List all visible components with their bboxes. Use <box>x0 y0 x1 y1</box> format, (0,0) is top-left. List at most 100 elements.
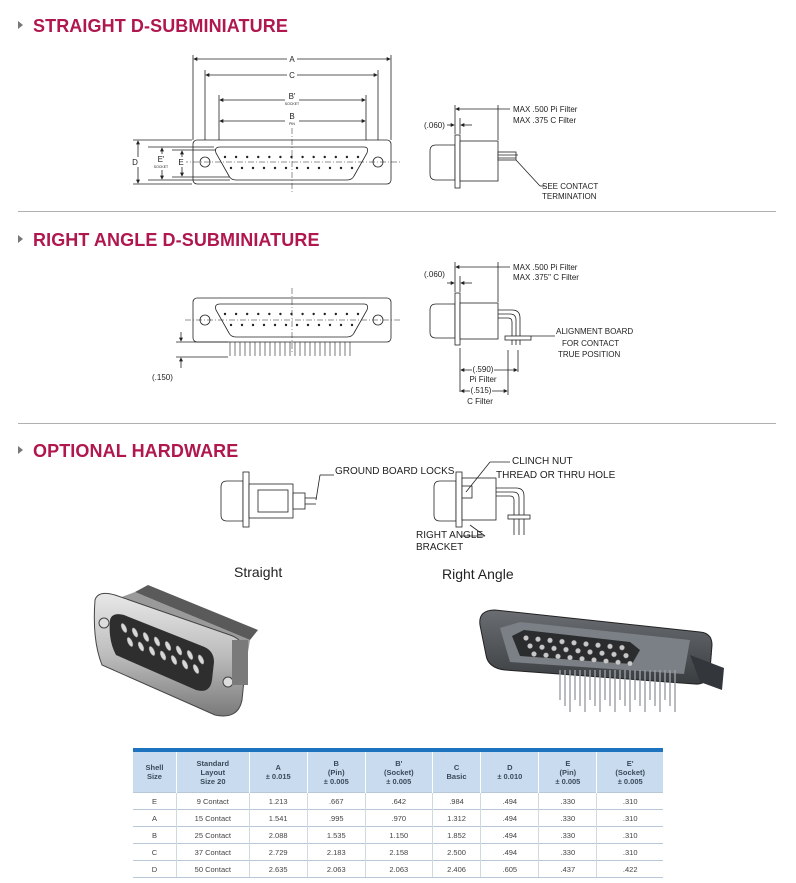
connector-pin <box>175 645 183 656</box>
header-line: Standard <box>196 758 230 768</box>
table-cell: 50 Contact <box>175 860 250 878</box>
table-cell: .605 <box>480 860 539 878</box>
connector-pin <box>579 656 585 662</box>
contact-dot <box>295 323 299 327</box>
table-cell: 37 Contact <box>175 843 250 861</box>
svg-text:CLINCH NUT: CLINCH NUT <box>512 456 573 467</box>
svg-text:(.515): (.515) <box>471 386 492 395</box>
contact-dot <box>229 166 233 170</box>
svg-text:B: B <box>289 112 294 121</box>
table-cell: .494 <box>480 809 539 827</box>
connector-pin <box>535 636 541 643</box>
contact-dot <box>317 323 321 327</box>
connector-pin <box>559 638 565 645</box>
table-cell: .494 <box>480 826 539 844</box>
table-cell: 15 Contact <box>175 809 250 827</box>
section-title-straight: STRAIGHT D-SUBMINIATURE <box>18 16 288 37</box>
table-cell: 9 Contact <box>175 792 250 810</box>
contact-dot <box>251 323 255 327</box>
svg-text:B': B' <box>289 92 296 101</box>
dim-150-label: (.150) <box>152 373 173 382</box>
contact-dot <box>339 323 343 327</box>
connector-pin <box>607 643 613 650</box>
table-cell: C <box>133 843 177 861</box>
contact-dot <box>245 155 249 159</box>
contact-dot <box>334 155 338 159</box>
table-cell: 2.183 <box>306 843 366 861</box>
svg-text:E: E <box>178 158 183 167</box>
caption-straight: Straight <box>234 564 282 580</box>
contact-dot <box>328 323 332 327</box>
header-line: ± 0.005 <box>555 776 581 786</box>
connector-pin <box>181 659 189 670</box>
connector-pin <box>571 640 577 646</box>
caret-right-icon <box>18 446 23 455</box>
contact-dot <box>223 155 227 159</box>
header-line: (Socket) <box>383 767 414 777</box>
contact-dot <box>234 155 238 159</box>
table-header-cell: E(Pin)± 0.005 <box>538 752 597 793</box>
right-angle-pin-field <box>223 312 360 327</box>
table-header-cell: A± 0.015 <box>248 752 308 793</box>
svg-text:TRUE POSITION: TRUE POSITION <box>558 350 620 359</box>
svg-text:GROUND BOARD LOCKS: GROUND BOARD LOCKS <box>335 466 455 477</box>
table-header-cell: B'(Socket)± 0.005 <box>364 752 433 793</box>
connector-pin <box>623 652 629 659</box>
table-cell: 1.541 <box>248 809 308 827</box>
contact-dot <box>328 166 332 170</box>
contact-dot <box>229 323 233 327</box>
caret-right-icon <box>18 235 23 244</box>
svg-text:SOCKET: SOCKET <box>285 102 300 106</box>
header-line: Layout <box>200 767 226 777</box>
connector-pin <box>120 623 128 633</box>
contact-dot <box>223 312 227 316</box>
contact-dot <box>284 323 288 327</box>
table-cell: .310 <box>596 792 663 810</box>
table-cell: .310 <box>596 843 663 861</box>
svg-text:TERMINATION: TERMINATION <box>542 192 597 201</box>
table-header-cell: B(Pin)± 0.005 <box>306 752 366 793</box>
table-cell: .970 <box>364 809 433 827</box>
connector-pin <box>583 641 589 647</box>
table-cell: .437 <box>538 860 597 878</box>
contact-dot <box>306 323 310 327</box>
header-line: ± 0.010 <box>497 772 523 781</box>
contact-dot <box>234 312 238 316</box>
table-cell: .422 <box>596 860 663 878</box>
table-cell: .642 <box>364 792 433 810</box>
header-line: C <box>453 763 460 772</box>
table-top-bar <box>133 748 663 752</box>
table-cell: 25 Contact <box>175 826 250 844</box>
header-line: (Socket) <box>615 767 645 777</box>
section-divider <box>18 423 776 424</box>
svg-text:MAX .500 Pi Filter: MAX .500 Pi Filter <box>513 105 578 114</box>
contact-dot <box>257 312 260 316</box>
svg-text:(.060): (.060) <box>424 270 445 279</box>
caret-right-icon <box>18 21 23 30</box>
hardware-labels: GROUND BOARD LOCKS CLINCH NUT THREAD OR … <box>234 456 616 582</box>
svg-text:D: D <box>132 158 138 167</box>
svg-text:A: A <box>289 55 295 64</box>
connector-pin <box>131 627 139 638</box>
header-line: ± 0.005 <box>323 776 349 786</box>
contact-dot <box>312 312 315 316</box>
straight-side-labels: (.060) MAX .500 Pi Filter MAX .375 C Fil… <box>424 105 598 201</box>
svg-text:E': E' <box>158 155 165 164</box>
svg-text:ALIGNMENT BOARD: ALIGNMENT BOARD <box>556 327 633 336</box>
header-line: Size <box>146 772 162 781</box>
connector-pin <box>591 657 597 663</box>
table-cell: 2.088 <box>248 826 308 844</box>
contact-dot <box>334 312 338 316</box>
header-line: Size 20 <box>200 776 226 786</box>
contact-dot <box>240 166 244 170</box>
table-cell: A <box>133 809 177 827</box>
connector-pin <box>126 637 134 647</box>
straight-connector-image <box>93 585 258 717</box>
table-cell: 1.535 <box>306 826 366 844</box>
contact-dot <box>268 155 271 159</box>
